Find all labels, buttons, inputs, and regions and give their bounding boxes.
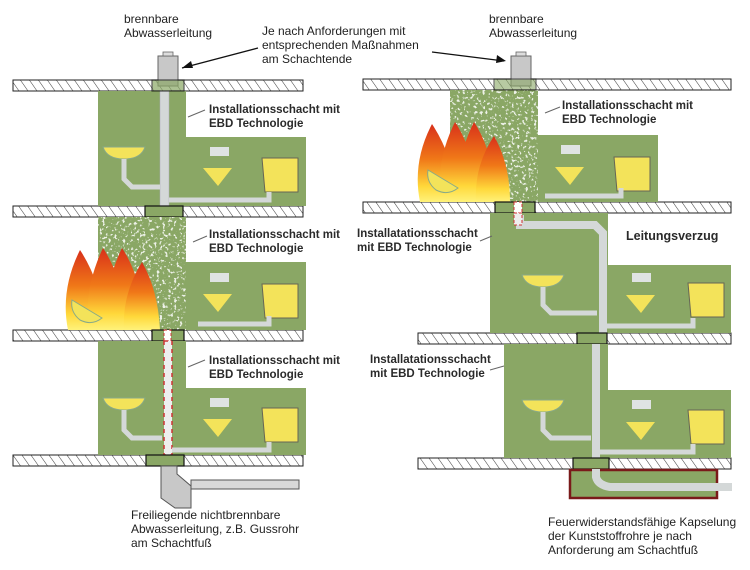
right-diagram (362, 51, 732, 500)
toilet-icon (203, 294, 232, 312)
fire-collar (493, 78, 537, 91)
floor-slab (362, 201, 732, 214)
drain-pipe (540, 412, 591, 441)
floor-1-fire (417, 90, 658, 214)
leader-line (479, 235, 493, 242)
left-shaft-label-2: Installationsschacht mit EBD Technologie (209, 229, 341, 255)
intumescent-pipe (513, 201, 523, 214)
intumescent-pipe (163, 340, 173, 456)
flush-plate-icon (210, 398, 229, 407)
arrow-line (181, 47, 259, 69)
drain-pipe (121, 410, 162, 441)
arrow-line (431, 51, 505, 62)
right-shaft-label-1: Installationsschacht mit EBD Technologie (562, 100, 694, 126)
branch-pipe (198, 316, 272, 327)
drain-pipe (540, 287, 597, 316)
offset-label: Leitungsverzug (626, 229, 719, 243)
floor-3 (504, 344, 731, 470)
fire-collar (144, 205, 184, 218)
floor-slab (417, 332, 732, 345)
right-bottom-label: Feuerwiderstandsfähige Kapselung der Kun… (548, 515, 737, 557)
urinal-icon (261, 283, 299, 319)
cast-iron-pipe-horizontal (190, 479, 300, 490)
urinal-icon (687, 282, 725, 318)
left-diagram (12, 47, 306, 509)
floor-slab (362, 78, 732, 91)
toilet-icon (203, 168, 232, 186)
toilet-icon (203, 419, 232, 437)
branch-pipe (600, 444, 696, 455)
left-bottom-label: Freiliegende nichtbrennbare Abwasserleit… (131, 508, 300, 550)
arrow-head (182, 61, 193, 68)
toilet-icon (626, 295, 655, 313)
floor-2-offset (490, 212, 731, 345)
urinal-icon (687, 409, 725, 445)
cast-iron-pipe (160, 465, 192, 509)
pipe-cap (162, 51, 174, 57)
right-shaft-label-2: Installatationsschacht mit EBD Technolog… (357, 228, 478, 254)
top-measures-label: Je nach Anforderungen mit entsprechenden… (262, 24, 419, 66)
washbasin-icon (427, 169, 459, 194)
branch-pipe (169, 192, 272, 203)
urinal-icon (261, 157, 299, 193)
floor-3 (98, 340, 306, 467)
toilet-icon (555, 167, 584, 185)
right-combustible-pipe-label: brennbare Abwasserleitung (489, 12, 578, 40)
floor-1 (98, 90, 306, 218)
branch-pipe (607, 318, 696, 329)
urinal-icon (261, 407, 299, 443)
branch-pipe (172, 442, 272, 453)
arrow-head (496, 55, 506, 63)
leader-line (489, 365, 505, 371)
intumescent-pipe (513, 212, 523, 226)
vertical-pipe (592, 344, 600, 458)
leader-line (544, 106, 561, 114)
pipe-cap (515, 51, 527, 57)
flush-plate-icon (561, 145, 580, 154)
drain-pipe (121, 159, 160, 190)
flush-plate-icon (632, 400, 651, 409)
fire-collar (151, 79, 185, 92)
leader-line (187, 359, 206, 368)
intumescent-pipe (163, 329, 172, 342)
vertical-pipe (159, 90, 170, 207)
branch-pipe (545, 188, 624, 199)
left-shaft-label-3: Installationsschacht mit EBD Technologie (209, 355, 341, 381)
urinal-icon (613, 156, 651, 192)
right-shaft-label-3: Installatationsschacht mit EBD Technolog… (370, 354, 491, 380)
fire-collar (576, 332, 608, 345)
leader-line (192, 235, 208, 243)
flush-plate-icon (632, 273, 651, 282)
fire-collar (572, 457, 610, 470)
floor-2 (65, 217, 306, 342)
flush-plate-icon (210, 147, 229, 156)
flush-plate-icon (210, 273, 229, 282)
toilet-icon (626, 422, 655, 440)
washbasin-icon (71, 299, 103, 324)
fire-collar (145, 454, 185, 467)
left-combustible-pipe-label: brennbare Abwasserleitung (124, 12, 213, 40)
leader-line (187, 109, 206, 118)
encased-pipe (592, 469, 732, 491)
left-shaft-label-1: Installationsschacht mit EBD Technologie (209, 104, 341, 130)
